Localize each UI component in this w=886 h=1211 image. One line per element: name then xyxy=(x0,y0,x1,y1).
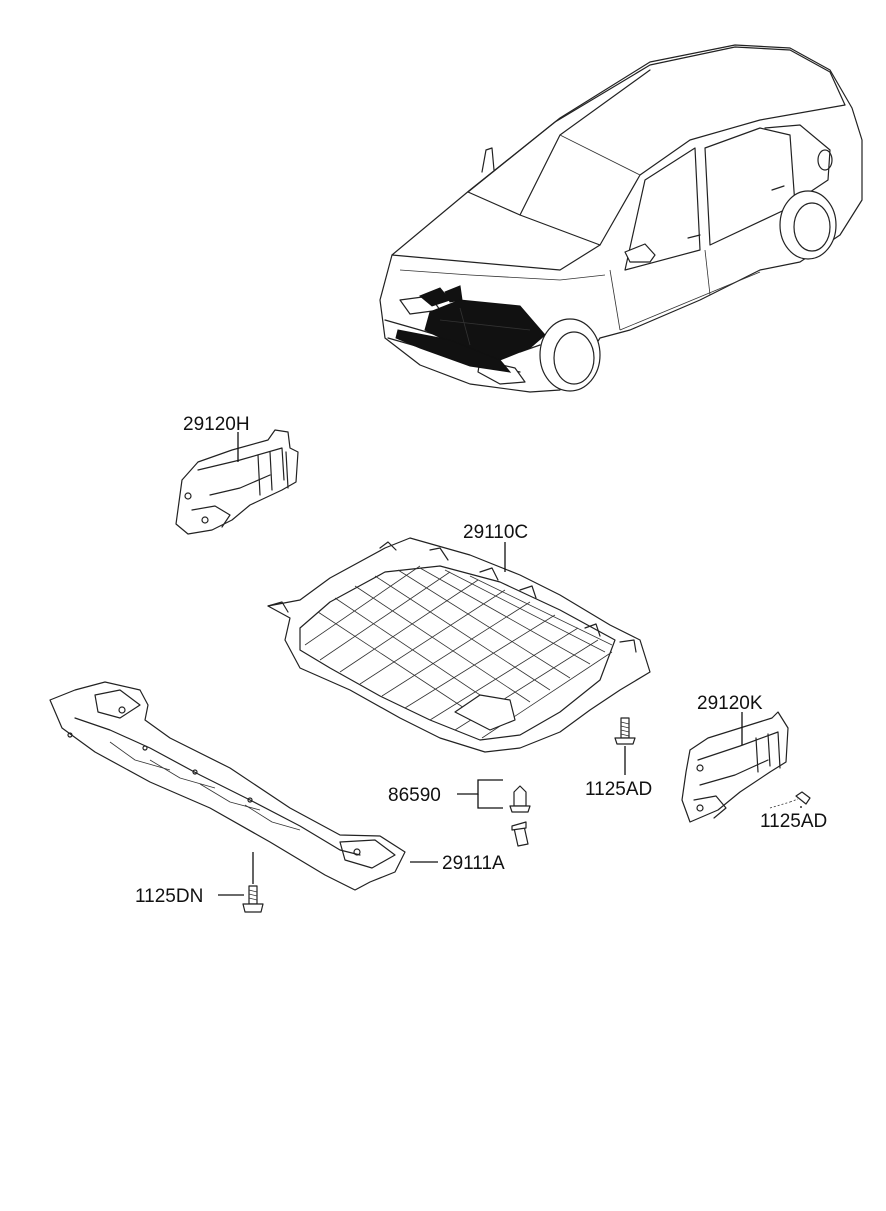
part-29110c-under-cover: 29110C xyxy=(267,522,651,753)
label-1125dn: 1125DN xyxy=(135,886,203,907)
label-29111a: 29111A xyxy=(442,853,505,874)
part-29120h-bracket: 29120H xyxy=(175,414,299,535)
car-illustration xyxy=(379,44,863,393)
part-29120k-bracket: 29120K xyxy=(681,693,789,823)
label-1125ad-a: 1125AD xyxy=(585,779,652,800)
label-29110c: 29110C xyxy=(463,522,528,543)
label-86590: 86590 xyxy=(388,785,441,806)
label-29120h: 29120H xyxy=(183,414,250,435)
label-1125ad-b: 1125AD xyxy=(760,811,827,832)
part-1125dn-bolt: 1125DN xyxy=(135,852,264,913)
label-29120k: 29120K xyxy=(697,693,763,714)
part-1125ad-screw-a: 1125AD xyxy=(585,717,652,800)
part-1125ad-screw-b: 1125AD xyxy=(760,791,827,832)
part-86590-clips: 86590 xyxy=(388,779,531,847)
part-29111a-front-cover: 29111A xyxy=(49,681,505,891)
